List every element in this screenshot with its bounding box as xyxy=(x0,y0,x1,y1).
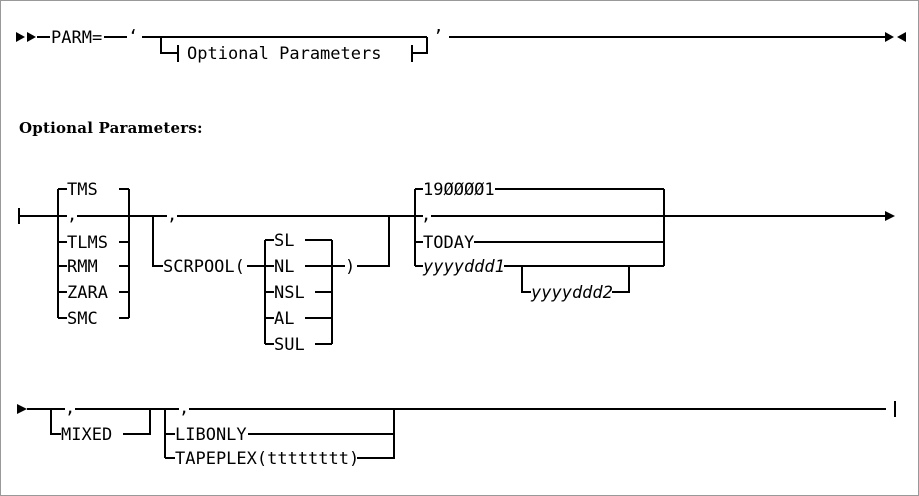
token-comma-tape-manager: , xyxy=(67,205,77,225)
rail-elbow-up-mixed xyxy=(123,409,151,435)
section-optional-parameters-row-1: TMS , TLMS RMM ZARA xyxy=(18,180,895,355)
token-tlms: TLMS xyxy=(67,233,108,253)
rail-elbow-down-scrpool xyxy=(152,216,163,267)
token-libonly: LIBONLY xyxy=(175,425,247,445)
rail-elbow-up-right xyxy=(411,37,428,54)
start-arrow-icon-2 xyxy=(27,32,36,42)
token-open-quote: ‘ xyxy=(128,27,138,47)
token-al: AL xyxy=(274,309,294,329)
token-scrpool-close: ) xyxy=(345,257,355,277)
end-arrow-icon-right xyxy=(885,32,894,42)
token-tapeplex: TAPEPLEX(tttttttt) xyxy=(175,449,359,469)
token-nsl: NSL xyxy=(274,283,305,303)
rail-elbow-down-left xyxy=(160,37,177,54)
rail-elbow-up-scrpool xyxy=(357,216,390,267)
token-comma-mixed: , xyxy=(65,398,75,418)
token-nl: NL xyxy=(274,257,294,277)
start-arrow-icon-1 xyxy=(16,32,25,42)
token-date-default: 19ØØØØ1 xyxy=(423,180,495,200)
token-today: TODAY xyxy=(423,233,474,253)
token-comma-libonly: , xyxy=(179,398,189,418)
token-fragment-optional-parameters: Optional Parameters xyxy=(187,44,381,64)
group-tape-manager-choice: TMS , TLMS RMM ZARA xyxy=(57,180,130,329)
group-mixed: , MIXED xyxy=(50,398,151,445)
token-smc: SMC xyxy=(67,309,98,329)
token-sl: SL xyxy=(274,231,294,251)
group-date-range: 19ØØØØ1 , TODAY yyyyddd1 yyyyddd2 xyxy=(414,180,886,303)
token-rmm: RMM xyxy=(67,257,98,277)
token-mixed: MIXED xyxy=(61,425,112,445)
rail-elbow-down-mixed xyxy=(50,409,61,435)
rail-elbow-down-yyyyddd2 xyxy=(521,266,531,293)
token-scrpool-open: SCRPOOL( xyxy=(163,257,245,277)
token-yyyyddd2: yyyyddd2 xyxy=(530,283,613,303)
token-parm-keyword: PARM= xyxy=(51,28,102,48)
token-sul: SUL xyxy=(274,335,305,355)
rail-elbow-up-yyyyddd2 xyxy=(612,266,630,293)
end-arrow-icon-left xyxy=(897,32,906,42)
start-arrow-icon xyxy=(17,404,27,414)
token-comma-date: , xyxy=(421,205,431,225)
page-heading-optional-parameters: Optional Parameters: xyxy=(19,119,203,137)
section-main-parm-line: PARM= ‘ Optional Parameters ’ xyxy=(16,27,906,64)
token-close-quote: ’ xyxy=(433,27,443,47)
token-yyyyddd1: yyyyddd1 xyxy=(422,257,505,277)
section-optional-parameters-row-2: , MIXED , LIBONLY TAPEPLEX(t xyxy=(17,398,896,469)
token-tms: TMS xyxy=(67,180,98,200)
end-arrow-icon xyxy=(885,211,895,221)
token-comma-scrpool: , xyxy=(167,205,177,225)
rail-elbow-up-tapeplex xyxy=(357,409,395,459)
group-libonly-tapeplex: , LIBONLY TAPEPLEX(tttttttt) xyxy=(164,398,886,469)
token-zara: ZARA xyxy=(67,283,108,303)
group-scrpool: , SCRPOOL( SL NL xyxy=(152,205,390,355)
